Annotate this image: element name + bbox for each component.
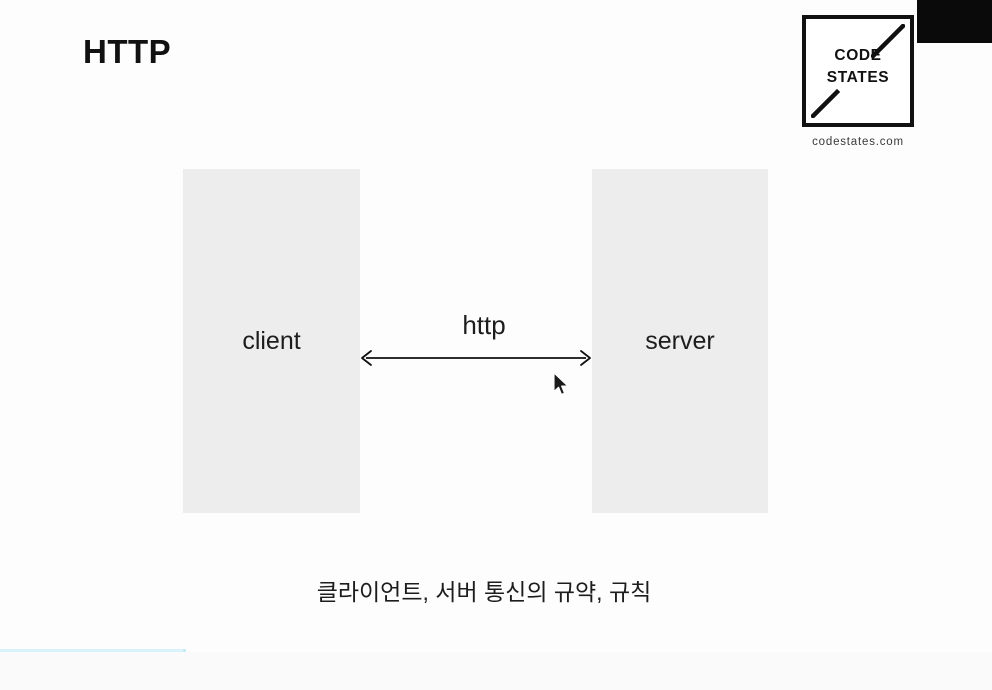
black-overlay-bar	[917, 0, 992, 43]
mouse-pointer-icon	[553, 372, 571, 398]
page-title: HTTP	[83, 33, 172, 70]
logo-url-text: codestates.com	[812, 136, 904, 148]
logo-wordmark-line2: STATES	[826, 69, 890, 86]
video-progress-fill	[0, 649, 185, 652]
slide-caption: 클라이언트, 서버 통신의 규약, 규칙	[316, 579, 652, 605]
logo-square-outline: CODE STATES	[802, 15, 914, 127]
codestates-logo: CODE STATES codestates.com	[802, 15, 914, 148]
logo-wordmark: CODE STATES	[806, 45, 910, 89]
video-progress-bar[interactable]	[0, 649, 992, 652]
client-label: client	[242, 327, 301, 355]
client-box: client	[183, 169, 360, 513]
video-progress-knob[interactable]	[183, 649, 186, 652]
server-label: server	[645, 327, 715, 355]
server-box: server	[592, 169, 768, 513]
connector-label-http: http	[462, 310, 506, 340]
player-bottom-strip	[0, 652, 992, 690]
logo-wordmark-line1: CODE	[834, 47, 882, 64]
double-headed-arrow-icon	[358, 344, 594, 372]
slide-canvas: HTTP CODE STATES codestates.com client	[83, 0, 992, 605]
diagonal-slash-icon-bottom-left	[811, 88, 841, 118]
